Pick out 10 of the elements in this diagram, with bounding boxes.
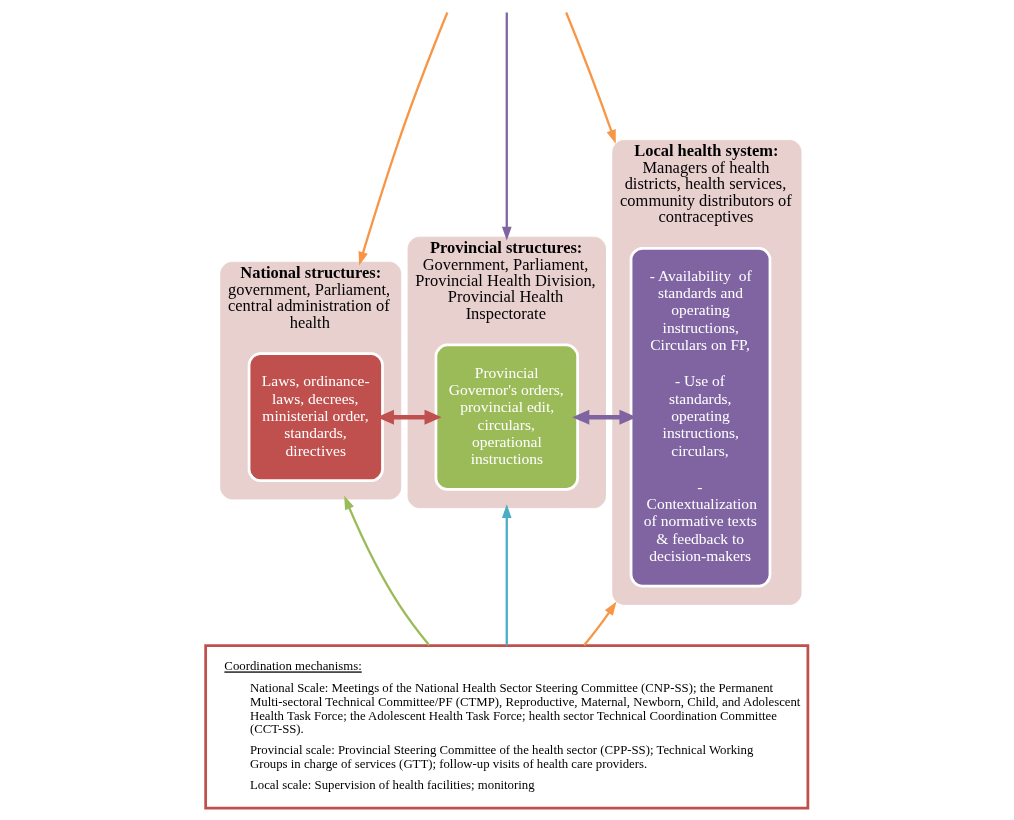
arrow <box>501 504 512 646</box>
node-box: - Availability of standards and operating instructions, Circulars on FP, - Use of standards, operating instructions, circulars, - Contextualization of normative texts & feedback to decision-makers <box>629 246 772 588</box>
node-box: Coordination mechanisms: National Scale: Meetings of the National Health Sector Steering Committee (CNP-SS); the Permanent Multi-sectoral Technical Committee/PF (CTMP), Reproductive, Maternal, Newborn, Child, and Adolescent Health Task Force; the Adolescent Health Task Force; health sector Technical Coordination Committee (CCT-SS). Provincial scale: Provincial Steering Committee of the health sector (CPP-SS); Technical Working Groups in charge of services (GTT); follow-up visits of health care providers. Local scale: Supervision of health facilities; monitoring <box>204 644 810 810</box>
arrow <box>565 12 616 144</box>
arrow <box>344 495 431 647</box>
arrow <box>358 12 449 266</box>
arrow <box>583 601 617 646</box>
arrow <box>501 12 512 241</box>
node-box: Provincial Governor's orders, provincial edit, circulars, operational instructions <box>434 343 579 491</box>
node-box: Laws, ordinance-laws, decrees, ministerial order, standards, directives <box>247 352 384 483</box>
